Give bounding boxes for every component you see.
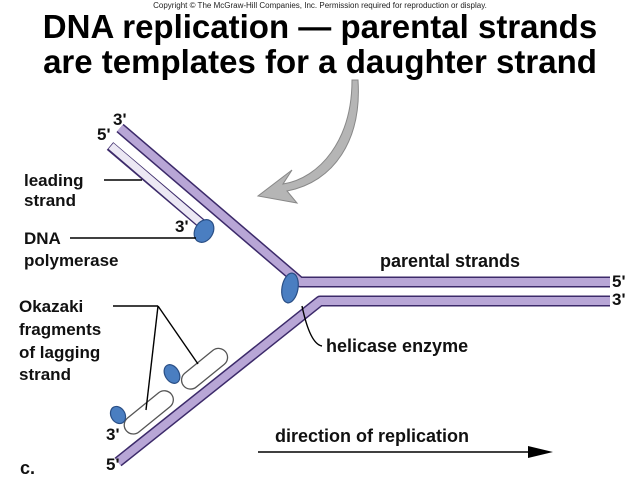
end-label-top-5prime: 5' bbox=[97, 125, 111, 144]
direction-arrow-head bbox=[528, 446, 553, 458]
copyright-notice: Copyright © The McGraw-Hill Companies, I… bbox=[153, 1, 487, 10]
title-line-1: DNA replication — parental strands bbox=[42, 8, 598, 45]
label-direction-of-replication: direction of replication bbox=[275, 426, 470, 446]
label-helicase-enzyme: helicase enzyme bbox=[326, 336, 469, 356]
end-label-top-3prime: 3' bbox=[113, 110, 127, 129]
pointer-arrow bbox=[256, 79, 359, 204]
title-line-2: are templates for a daughter strand bbox=[43, 43, 597, 80]
dna-polymerase-enzyme bbox=[193, 219, 215, 243]
end-label-right-5prime: 5' bbox=[612, 272, 626, 291]
upper-parental-strand-fill bbox=[117, 124, 610, 286]
okazaki-fragment-upper bbox=[180, 347, 229, 390]
label-okazaki-1: Okazaki bbox=[19, 297, 84, 316]
label-okazaki-4: strand bbox=[19, 365, 71, 384]
label-okazaki-3: of lagging bbox=[19, 343, 101, 362]
end-label-leading-3prime: 3' bbox=[175, 217, 189, 236]
leading-strand-shape-fill bbox=[108, 143, 205, 227]
label-parental-strands: parental strands bbox=[380, 251, 521, 271]
okazaki-fragment-lower bbox=[123, 390, 174, 435]
label-dna-polymerase-2: polymerase bbox=[24, 251, 119, 270]
leader-okazaki-a bbox=[145, 305, 159, 411]
helicase-enzyme-shape bbox=[281, 272, 299, 304]
end-label-bottom-5prime: 5' bbox=[106, 455, 120, 474]
upper-parental-strand bbox=[116, 123, 610, 288]
lagging-polymerase-upper bbox=[163, 364, 181, 384]
leader-helicase bbox=[301, 305, 323, 347]
lagging-polymerase-lower bbox=[109, 405, 127, 425]
end-label-right-3prime: 3' bbox=[612, 290, 626, 309]
label-leading-strand-1: leading bbox=[24, 171, 84, 190]
label-leading-strand-2: strand bbox=[24, 191, 76, 210]
end-label-bottom-3prime: 3' bbox=[106, 425, 120, 444]
label-okazaki-2: fragments bbox=[19, 320, 102, 339]
lower-parental-strand-fill bbox=[115, 297, 610, 466]
label-dna-polymerase-1: DNA bbox=[24, 229, 61, 248]
leader-okazaki-b bbox=[157, 305, 199, 365]
panel-letter: c. bbox=[20, 458, 36, 478]
